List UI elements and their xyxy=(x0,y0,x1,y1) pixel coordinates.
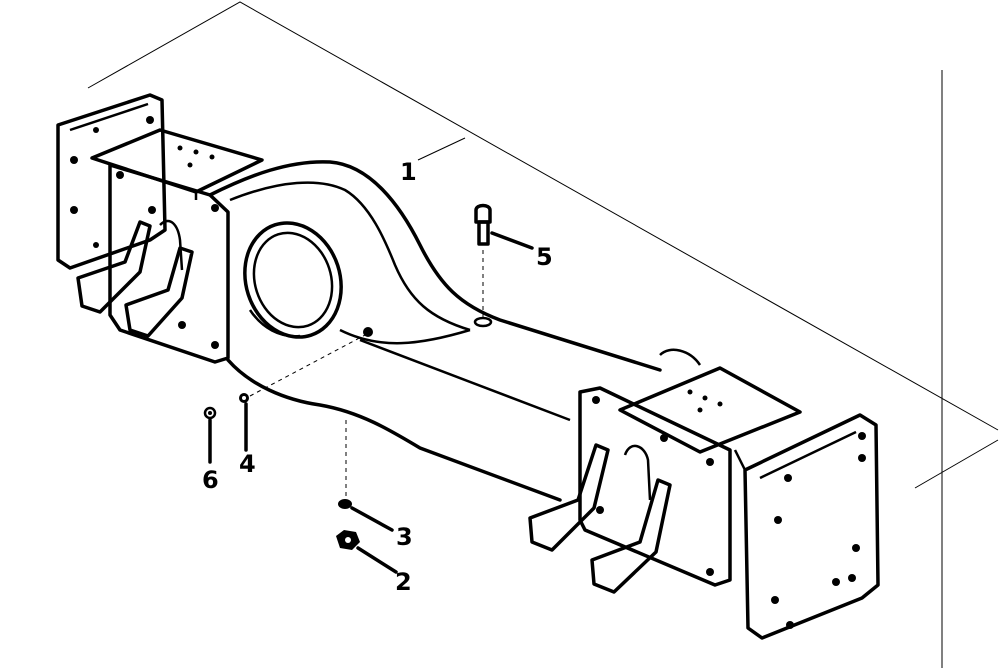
callout-1: 1 xyxy=(400,158,417,186)
right-end-bracket xyxy=(528,348,880,640)
left-end-bracket xyxy=(56,93,264,364)
stud-hole-indicator xyxy=(249,327,373,397)
callout-4: 4 xyxy=(239,450,256,478)
leader-lines xyxy=(208,137,534,574)
frame-lines xyxy=(87,1,999,668)
axle-housing xyxy=(208,160,662,502)
washer-part-3 xyxy=(338,420,352,509)
callout-2: 2 xyxy=(395,568,412,596)
plug-part-6 xyxy=(203,406,217,420)
bolt-part-5 xyxy=(473,203,493,328)
washer-part-4 xyxy=(239,393,249,403)
callout-3: 3 xyxy=(396,523,413,551)
callout-5: 5 xyxy=(536,243,553,271)
nut-part-2 xyxy=(336,530,360,550)
callout-6: 6 xyxy=(202,466,219,494)
